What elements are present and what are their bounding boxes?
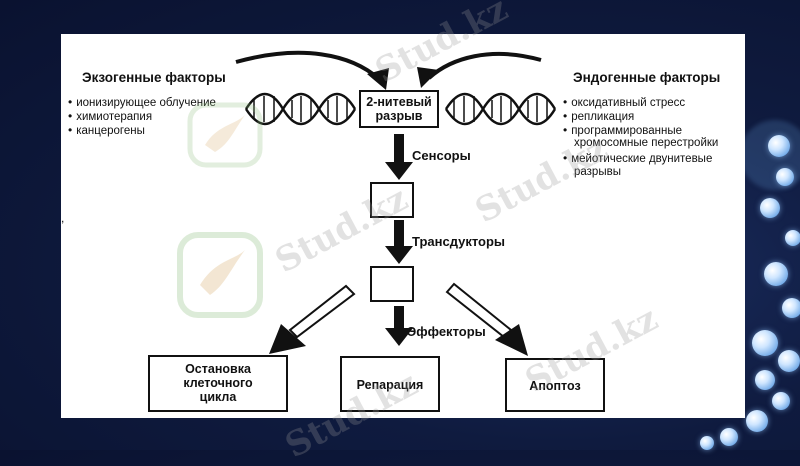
exogenous-item: канцерогены xyxy=(68,124,145,138)
double-strand-break-box: 2-нитевый разрыв xyxy=(359,90,439,128)
cell-cycle-arrest-box: Остановка клеточного цикла xyxy=(148,355,288,412)
arrest-line2: клеточного xyxy=(183,376,253,390)
exogenous-item: химиотерапия xyxy=(68,110,152,124)
break-line2: разрыв xyxy=(375,109,423,123)
repair-label: Репарация xyxy=(356,378,424,392)
endogenous-item: мейотические двунитевые xyxy=(563,152,712,166)
endogenous-arrow xyxy=(427,52,542,80)
endogenous-item-cont: хромосомные перестройки xyxy=(574,137,719,149)
sensors-box xyxy=(370,182,414,218)
break-line1: 2-нитевый xyxy=(366,95,432,109)
dna-helix-right xyxy=(444,92,557,126)
endogenous-item: оксидативный стресс xyxy=(563,96,685,110)
svg-text:,: , xyxy=(61,211,64,225)
watermark-logo-icon xyxy=(187,102,263,168)
flow-arrow-1 xyxy=(385,134,413,180)
exogenous-heading: Экзогенные факторы xyxy=(82,70,226,85)
exogenous-item: ионизирующее облучение xyxy=(68,96,216,110)
watermark-logo-icon xyxy=(177,232,263,318)
arrow-to-apoptosis xyxy=(445,282,528,356)
endogenous-heading: Эндогенные факторы xyxy=(573,70,721,85)
arrow-to-arrest xyxy=(269,284,356,354)
flow-arrow-2 xyxy=(385,220,413,264)
sensors-label: Сенсоры xyxy=(412,148,471,163)
endogenous-item-cont: разрывы xyxy=(574,166,621,178)
apoptosis-box: Апоптоз xyxy=(505,358,605,412)
endogenous-item: репликация xyxy=(563,110,634,124)
transducers-box xyxy=(370,266,414,302)
endogenous-item: программированные xyxy=(563,124,682,138)
transducers-label: Трансдукторы xyxy=(412,234,506,249)
flow-arrow-3 xyxy=(385,306,413,346)
arrest-line3: цикла xyxy=(199,390,237,404)
apoptosis-label: Апоптоз xyxy=(529,379,581,393)
diagram-graphics: , xyxy=(61,50,557,356)
exogenous-arrow xyxy=(235,50,381,81)
dna-helix-left xyxy=(244,92,357,126)
arrest-line1: Остановка xyxy=(185,362,251,376)
repair-box: Репарация xyxy=(340,356,440,412)
effectors-label: Эффекторы xyxy=(407,324,486,339)
